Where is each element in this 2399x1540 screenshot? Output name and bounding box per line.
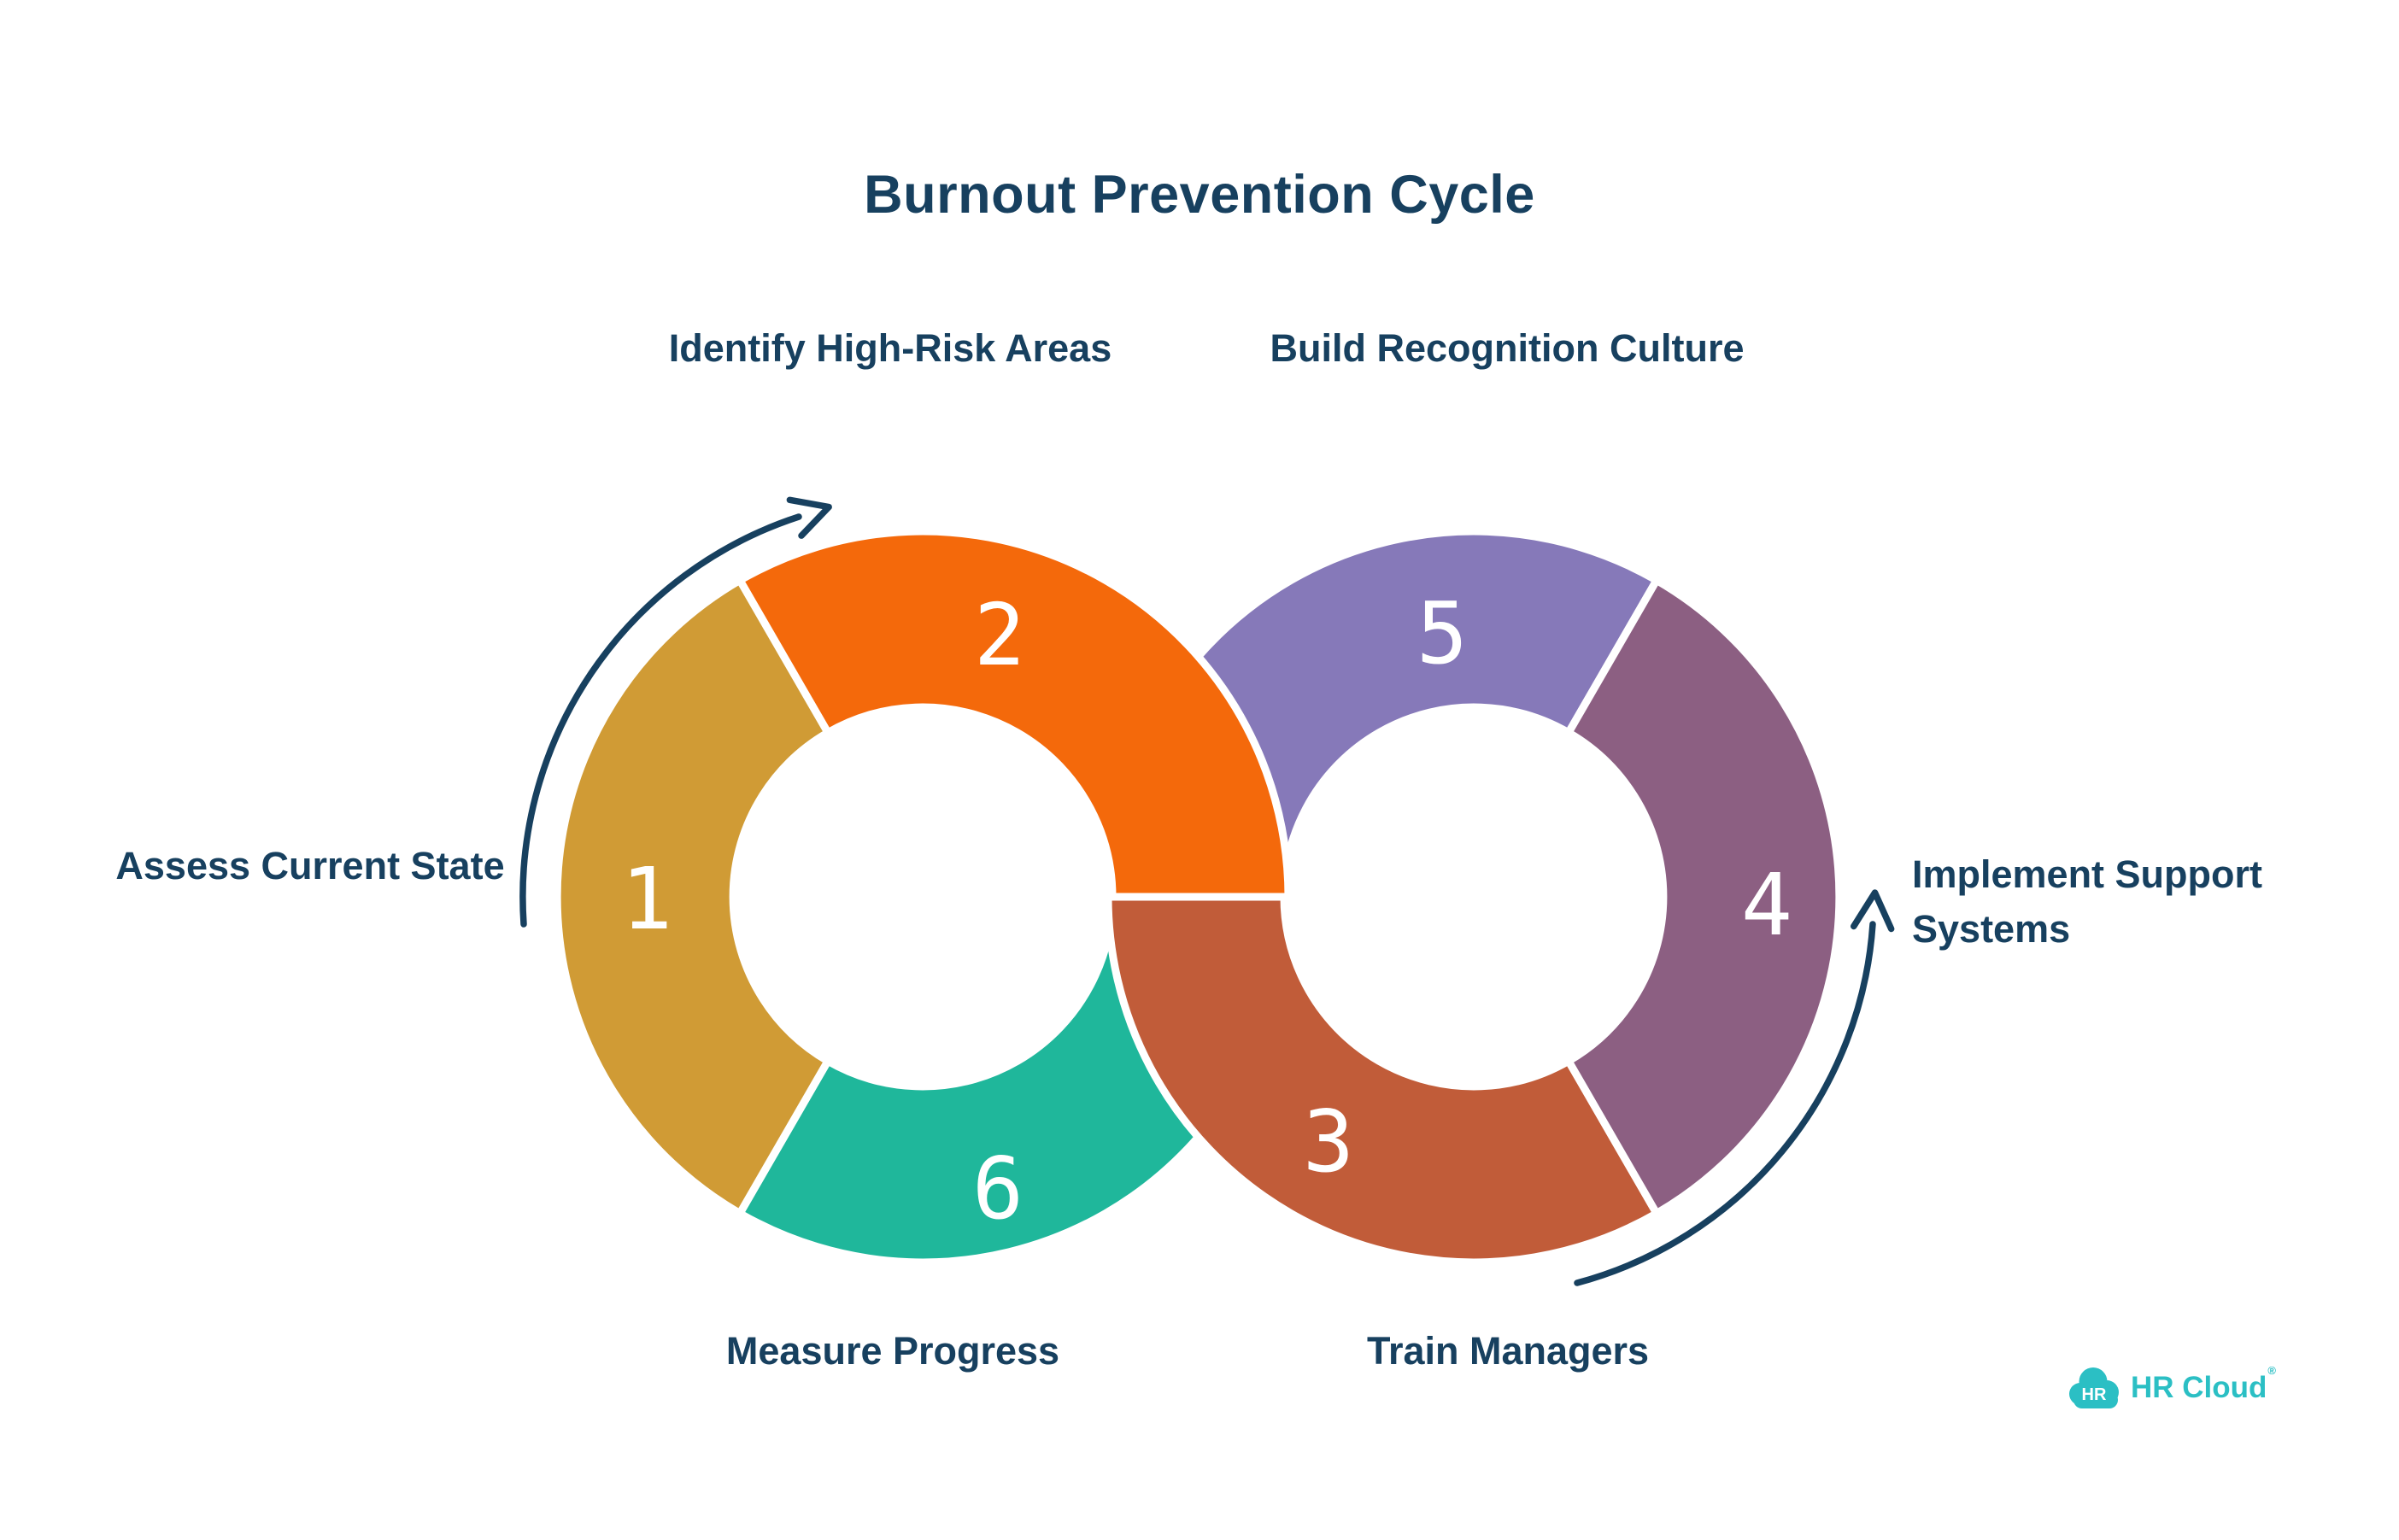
label-train-managers: Train Managers [1366,1329,1650,1373]
segment-5-number: 5 [1417,583,1468,683]
label-implement-support-systems: Implement Support Systems [1912,852,2263,951]
logo-badge-text: HR [2082,1385,2107,1404]
cycle-arrow-left [519,496,832,928]
logo-trademark: ® [2267,1364,2277,1377]
label-build-recognition-culture: Build Recognition Culture [1270,326,1745,370]
label-measure-progress: Measure Progress [725,1329,1060,1373]
cycle-arrow-right [1574,889,1895,1286]
label-assess-current-state: Assess Current State [115,844,505,887]
cloud-icon: HR [2069,1367,2119,1408]
logo-name: HR Cloud® [2131,1364,2276,1405]
segment-1-assess-current-state [553,576,832,1218]
segment-2-number: 2 [974,585,1025,685]
hr-cloud-logo: HR HR Cloud® [2068,1364,2276,1408]
segment-6-number: 6 [972,1139,1024,1238]
label-identify-high-risk-areas: Identify High-Risk Areas [668,326,1112,370]
segment-3-number: 3 [1303,1092,1354,1192]
logo-name-text: HR Cloud [2131,1371,2267,1404]
page-title: Burnout Prevention Cycle [864,165,1535,225]
segment-4-implement-support-systems [1564,576,1844,1218]
segment-2-identify-high-risk-areas [736,527,1293,901]
segment-4-number: 4 [1741,855,1792,955]
segment-1-number: 1 [621,849,672,949]
segment-3-train-managers [1104,893,1661,1267]
